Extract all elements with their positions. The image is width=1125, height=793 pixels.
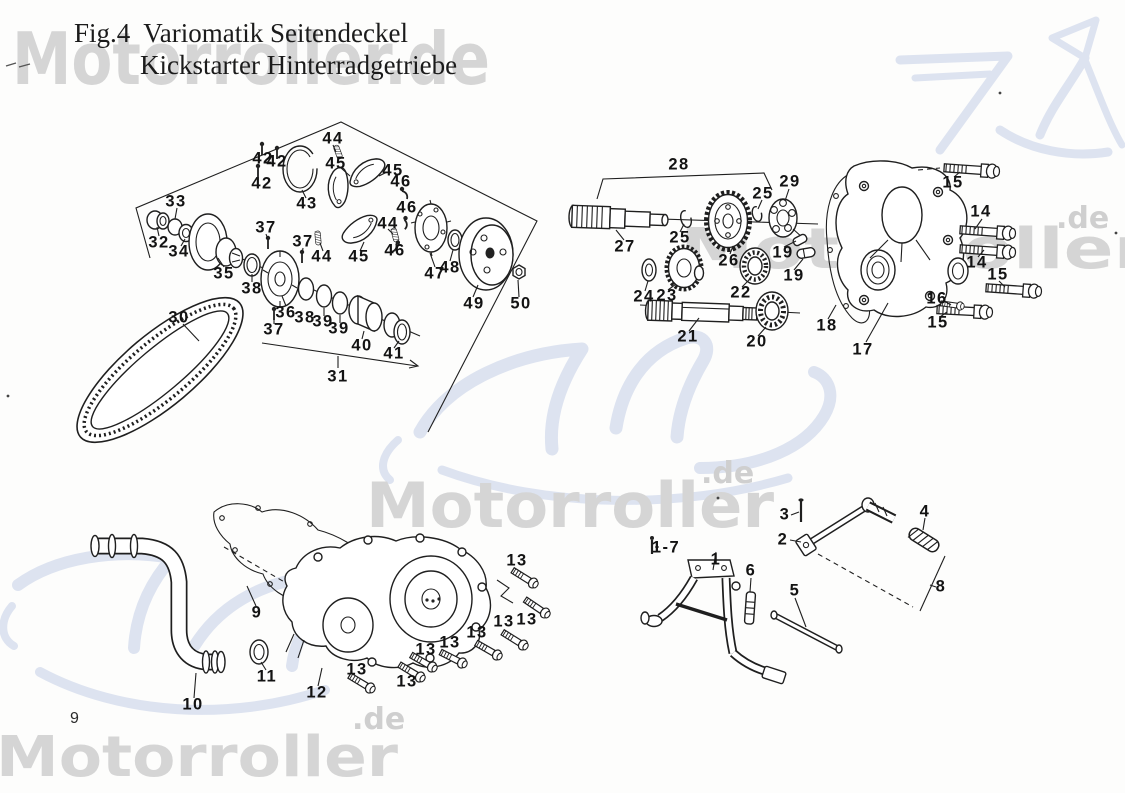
side-cover-assembly-drawing — [90, 503, 553, 699]
part-11-seal — [249, 639, 269, 665]
part-43-ring — [282, 145, 318, 193]
part-15-bolt — [984, 280, 1043, 300]
part-17-gear-cover — [835, 160, 968, 318]
part-seal-ring — [947, 257, 969, 285]
part-23-gear — [664, 244, 705, 292]
part-46-clip — [398, 185, 409, 200]
part-35-pulley-half — [188, 213, 244, 271]
part-45-clutch-shoe — [317, 164, 360, 211]
figure-title: Fig.4 Variomatik Seitendeckel Kickstarte… — [74, 18, 457, 82]
part-25-circlip — [679, 209, 693, 229]
part-41-rings — [383, 312, 411, 345]
part-8-bracket-line — [817, 553, 946, 612]
figure-title-line2: Kickstarter Hinterradgetriebe — [140, 49, 458, 80]
part-46-clip — [397, 214, 413, 231]
part-47-clutch-carrier — [410, 199, 452, 257]
part-13-bolt — [473, 637, 505, 663]
part-27-input-shaft — [568, 204, 669, 230]
scan-artifacts — [5, 62, 1118, 500]
part-24-washer — [641, 258, 657, 282]
leader-lines-stand — [655, 511, 937, 628]
part-4-spring — [906, 525, 942, 555]
part-13-bolt — [521, 594, 553, 621]
part-19-roller — [792, 233, 808, 247]
part-13-bolt — [346, 670, 378, 696]
part-28-bracket-line — [596, 172, 773, 200]
scooter-watermark-top-right — [895, 16, 1125, 159]
part-7-pin — [650, 536, 654, 554]
part-42-pin — [258, 140, 266, 156]
part-39-ring — [331, 291, 349, 315]
part-42-pin — [254, 162, 262, 178]
leader-lines-gearbox — [615, 167, 1006, 343]
svg-text:.de: .de — [352, 702, 405, 737]
stand-kicklever-assembly-drawing — [640, 497, 946, 685]
page-number: 9 — [70, 710, 79, 727]
assembly-boundary-line — [135, 121, 538, 433]
part-5-rod — [770, 610, 843, 654]
leader-lines-cover — [193, 585, 323, 699]
scooter-watermark-center — [379, 330, 837, 505]
leader-lines-variator — [156, 144, 520, 349]
part-10-breather-tube — [90, 533, 226, 674]
svg-text:Motorroller: Motorroller — [366, 469, 774, 542]
part-44-spring — [390, 227, 400, 243]
watermark-text-bottom-left: Motorroller .de — [0, 702, 405, 790]
part-12-kickstart-cover — [282, 533, 492, 669]
part-37-bolt — [264, 234, 272, 250]
part-13-bolt — [509, 565, 541, 591]
part-20-bearing — [755, 291, 789, 331]
drive-belt-drawing — [76, 296, 244, 444]
bolt-z-leader — [496, 579, 514, 604]
part-21-output-shaft — [644, 299, 770, 323]
part-29-ratchet-hub — [768, 198, 804, 239]
part-38-ring — [297, 277, 315, 301]
part-26-gear — [704, 190, 752, 252]
part-42-pin — [273, 144, 281, 160]
part-32-bushing — [146, 210, 170, 230]
gearbox-assembly-drawing — [568, 160, 1043, 343]
part-38-ring — [243, 253, 261, 277]
part-44-spring — [332, 144, 344, 160]
svg-text:.de: .de — [701, 456, 754, 491]
part-13-bolt — [499, 627, 531, 653]
part-36-ramp-plate — [260, 250, 300, 308]
part-2-kick-lever — [795, 497, 897, 557]
part-50-nut — [512, 264, 526, 280]
part-45-clutch-shoe — [339, 213, 381, 245]
part-15-bolt — [942, 160, 1001, 180]
svg-text:.de: .de — [1056, 201, 1109, 236]
part-49-clutch-bell — [458, 217, 514, 291]
variator-clutch-assembly-drawing — [76, 121, 538, 444]
figure-title-line1: Fig.4 Variomatik Seitendeckel — [74, 18, 408, 48]
part-6-rubber-pad — [743, 591, 757, 625]
part-31-bracket-line — [261, 342, 420, 369]
part-40-bushing — [348, 294, 383, 333]
part-39-ring — [315, 284, 333, 308]
part-45-clutch-shoe — [346, 157, 388, 189]
part-22-bearing — [739, 247, 771, 285]
svg-text:Motorroller: Motorroller — [0, 725, 398, 790]
watermark-text-top: Motorroller.de — [12, 17, 490, 101]
part-1-center-stand — [640, 559, 787, 685]
part-25-circlip — [751, 205, 763, 223]
part-3-pin — [798, 498, 804, 522]
watermark-text-center: Motorroller .de — [366, 456, 774, 542]
